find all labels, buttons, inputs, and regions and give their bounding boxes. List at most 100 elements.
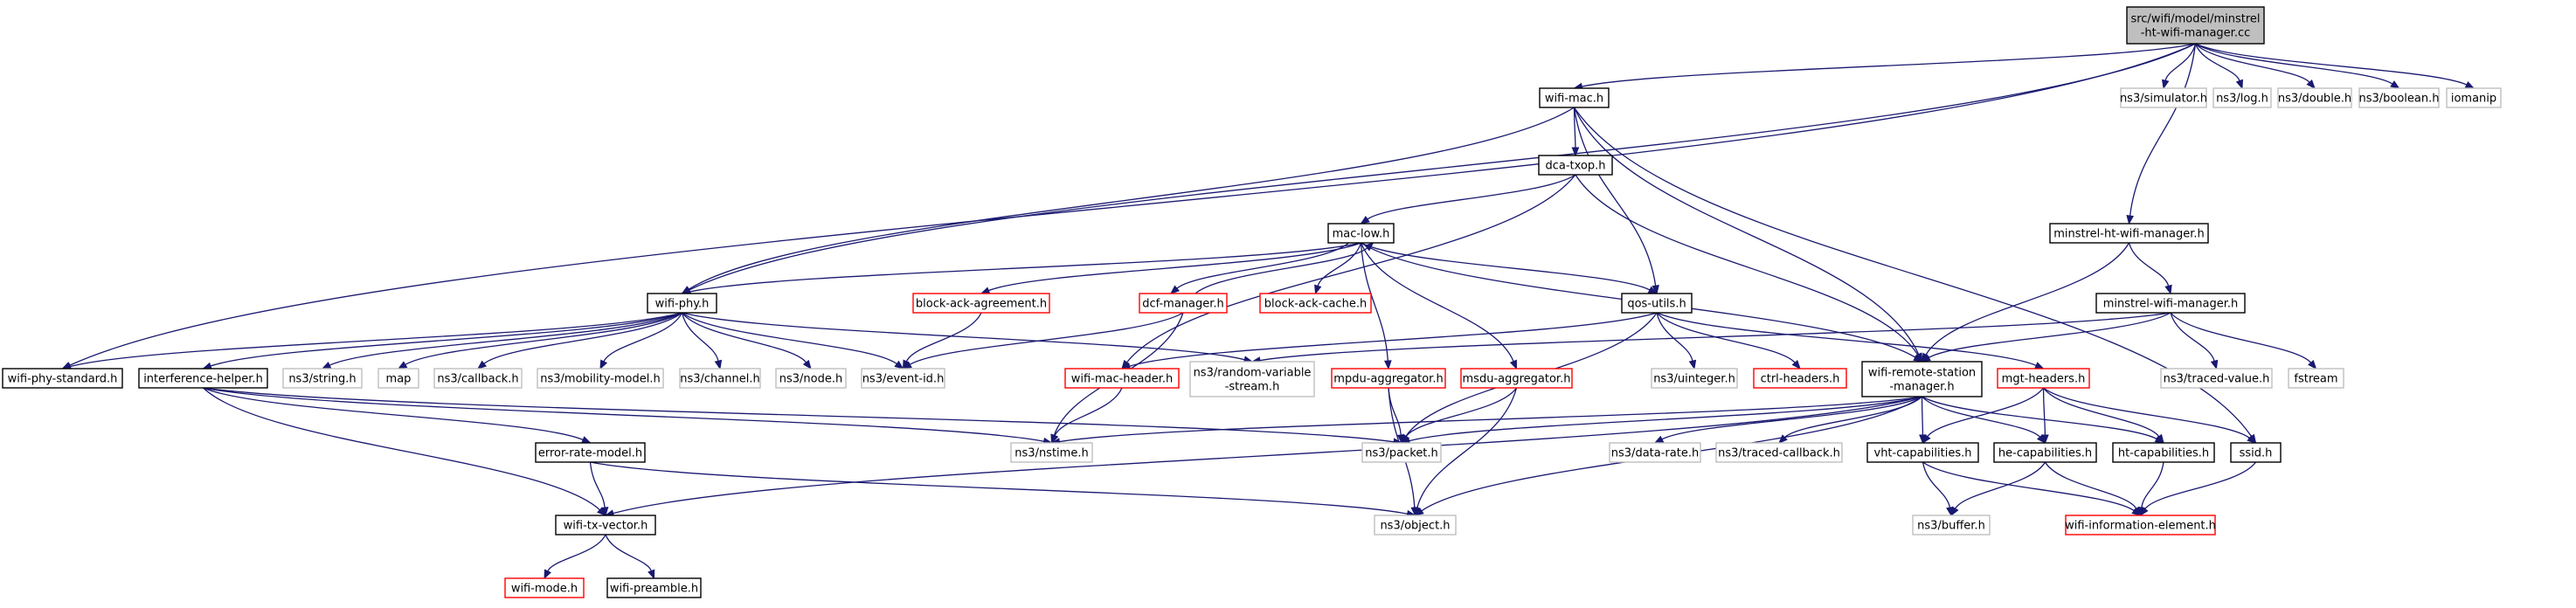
node-box [2126, 6, 2265, 45]
node-mgt-headers[interactable]: mgt-headers.h [1997, 368, 2090, 389]
node-ns3-boolean[interactable]: ns3/boolean.h [2358, 87, 2440, 108]
node-ns3-event-id[interactable]: ns3/event-id.h [861, 368, 945, 389]
edge-line [682, 312, 1245, 361]
node-fstream[interactable]: fstream [2288, 368, 2344, 389]
edge-wifi-mac-to-dca-txop [1571, 107, 1580, 157]
edge-line [2195, 43, 2468, 86]
arrow-head [2235, 79, 2243, 90]
node-dca-txop[interactable]: dca-txop.h [1538, 155, 1613, 176]
edge-line [1921, 396, 1924, 436]
node-he-capabilities[interactable]: he-capabilities.h [1993, 442, 2097, 463]
arrow-head [2161, 79, 2170, 90]
node-box [1064, 368, 1180, 389]
node-box [537, 368, 664, 389]
node-minstrel-wifi[interactable]: minstrel-wifi-manager.h [2095, 293, 2246, 314]
node-iomanip[interactable]: iomanip [2446, 87, 2502, 108]
edge-wifi-tx-vector-to-wifi-preamble [605, 534, 655, 580]
node-block-ack-cache[interactable]: block-ack-cache.h [1259, 293, 1372, 314]
node-wifi-phy[interactable]: wifi-phy.h [647, 293, 717, 314]
node-ns3-nstime[interactable]: ns3/nstime.h [1010, 442, 1093, 463]
arrow-head [2126, 215, 2134, 225]
node-msdu-aggregator[interactable]: msdu-aggregator.h [1460, 368, 1573, 389]
node-wifi-mode[interactable]: wifi-mode.h [504, 577, 585, 598]
arrow-head [581, 436, 592, 444]
arrow-head [980, 287, 991, 294]
arrow-head [2041, 434, 2049, 445]
edge-line [2195, 43, 2310, 83]
arrow-head [1922, 433, 1931, 445]
node-ns3-string[interactable]: ns3/string.h [282, 368, 363, 389]
node-wifi-information-element[interactable]: wifi-information-element.h [2065, 515, 2216, 535]
node-interference-helper[interactable]: interference-helper.h [138, 368, 268, 389]
node-wifi-mac[interactable]: wifi-mac.h [1539, 87, 1610, 108]
node-ctrl-headers[interactable]: ctrl-headers.h [1753, 368, 1847, 389]
node-wifi-phy-standard[interactable]: wifi-phy-standard.h [2, 368, 123, 389]
node-wifi-remote-station-manager[interactable]: wifi-remote-station-manager.h [1861, 361, 1983, 397]
node-map[interactable]: map [377, 368, 419, 389]
node-ns3-uinteger[interactable]: ns3/uinteger.h [1651, 368, 1738, 389]
edge-line [1416, 387, 1518, 508]
node-wifi-mac-header[interactable]: wifi-mac-header.h [1064, 368, 1180, 389]
edge-block-ack-agreement-to-ns3-event-id [902, 312, 982, 370]
node-mac-low[interactable]: mac-low.h [1327, 223, 1395, 244]
node-box [1539, 87, 1610, 108]
node-ns3-simulator[interactable]: ns3/simulator.h [2120, 87, 2207, 108]
node-ns3-traced-callback[interactable]: ns3/traced-callback.h [1715, 442, 1843, 463]
node-block-ack-agreement[interactable]: block-ack-agreement.h [912, 293, 1050, 314]
node-label: ns3/double.h [2278, 93, 2351, 106]
edge-line [1928, 312, 2171, 358]
node-ns3-object[interactable]: ns3/object.h [1374, 515, 1457, 535]
node-box [504, 577, 585, 598]
node-label: wifi-mac-header.h [1071, 373, 1174, 386]
arrow-head [2247, 434, 2257, 444]
node-ns3-node[interactable]: ns3/node.h [775, 368, 847, 389]
arrow-head [1571, 147, 1580, 157]
node-mpdu-aggregator[interactable]: mpdu-aggregator.h [1331, 368, 1446, 389]
edge-error-rate-model-to-wifi-tx-vector [589, 461, 609, 517]
node-wifi-preamble[interactable]: wifi-preamble.h [606, 577, 702, 598]
edge-line [2195, 43, 2393, 85]
node-root[interactable]: src/wifi/model/minstrel-ht-wifi-manager.… [2126, 6, 2265, 45]
node-box [1753, 368, 1847, 389]
node-minstrel-ht[interactable]: minstrel-ht-wifi-manager.h [2049, 223, 2209, 244]
node-ns3-random-variable-stream[interactable]: ns3/random-variable-stream.h [1189, 361, 1315, 397]
node-ns3-log[interactable]: ns3/log.h [2212, 87, 2272, 108]
node-label: iomanip [2451, 93, 2496, 106]
node-ns3-buffer[interactable]: ns3/buffer.h [1912, 515, 1991, 535]
node-ht-capabilities[interactable]: ht-capabilities.h [2112, 442, 2215, 463]
arrow-head [1383, 360, 1392, 370]
node-qos-utils[interactable]: qos-utils.h [1621, 293, 1693, 314]
node-ns3-data-rate[interactable]: ns3/data-rate.h [1609, 442, 1701, 463]
node-ssid[interactable]: ssid.h [2230, 442, 2282, 463]
node-ns3-channel[interactable]: ns3/channel.h [679, 368, 761, 389]
node-box [1259, 293, 1372, 314]
node-error-rate-model[interactable]: error-rate-model.h [535, 442, 646, 463]
edge-wifi-phy-to-ns3-node [681, 312, 812, 370]
node-vht-capabilities[interactable]: vht-capabilities.h [1866, 442, 1979, 463]
node-ns3-callback[interactable]: ns3/callback.h [433, 368, 523, 389]
node-label: block-ack-agreement.h [916, 298, 1047, 311]
edge-line [210, 312, 682, 367]
edge-line [2144, 461, 2257, 510]
node-box [282, 368, 363, 389]
node-wifi-tx-vector[interactable]: wifi-tx-vector.h [555, 515, 656, 535]
node-ns3-mobility-model[interactable]: ns3/mobility-model.h [537, 368, 664, 389]
node-label: wifi-remote-station [1868, 367, 1976, 380]
node-label: error-rate-model.h [538, 447, 642, 460]
edge-mac-low-to-mpdu-aggregator [1360, 242, 1392, 370]
arrow-head [1791, 359, 1801, 370]
node-box [1997, 368, 2090, 389]
node-label: -stream.h [1225, 381, 1280, 394]
edge-he-capabilities-to-wifi-information-element [2044, 461, 2142, 517]
node-box [1331, 368, 1446, 389]
node-dcf-manager[interactable]: dcf-manager.h [1139, 293, 1228, 314]
node-ns3-packet[interactable]: ns3/packet.h [1361, 442, 1442, 463]
node-label: ns3/object.h [1380, 520, 1450, 533]
edge-line [2170, 312, 2312, 363]
node-ns3-double[interactable]: ns3/double.h [2277, 87, 2352, 108]
edge-dca-txop-to-mac-low [1360, 174, 1576, 225]
edge-minstrel-wifi-to-wifi-remote-station-manager [1921, 312, 2171, 363]
node-label: wifi-phy.h [655, 298, 710, 311]
node-label: block-ack-cache.h [1264, 298, 1367, 311]
node-ns3-traced-value[interactable]: ns3/traced-value.h [2160, 368, 2273, 389]
